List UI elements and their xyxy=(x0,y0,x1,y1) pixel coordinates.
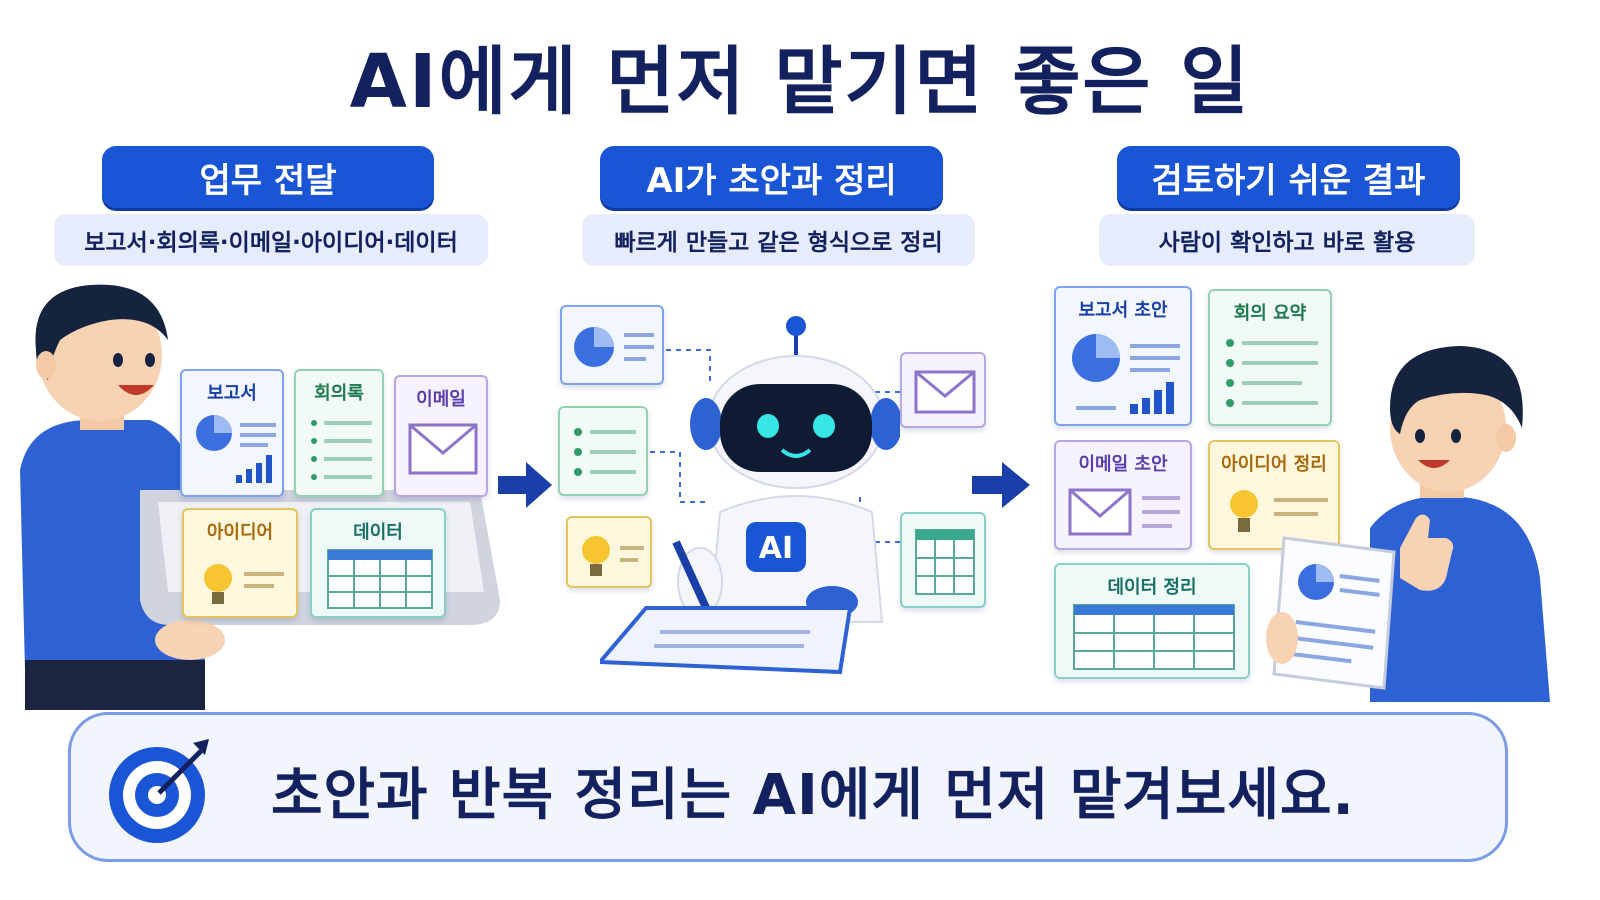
bottom-message: 초안과 반복 정리는 AI에게 먼저 맡겨보세요. xyxy=(271,762,1355,828)
page-title: AI에게 먼저 맡기면 좋은 일 xyxy=(349,39,1251,125)
input-card-report: 보고서 xyxy=(180,369,284,497)
output-card-meeting-summary-title: 회의 요약 xyxy=(1233,303,1307,324)
robot-card-list xyxy=(558,406,648,496)
step-1-desc: 보고서·회의록·이메일·아이디어·데이터 xyxy=(54,214,488,266)
output-card-report-draft-title: 보고서 초안 xyxy=(1078,300,1168,321)
lightbulb-icon xyxy=(1230,490,1328,532)
robot-card-table xyxy=(900,512,986,608)
robot-card-idea xyxy=(566,516,652,588)
lightbulb-icon xyxy=(204,564,284,604)
robot-icon: AI xyxy=(600,316,900,675)
output-card-meeting-summary: 회의 요약 xyxy=(1208,289,1332,426)
input-card-minutes: 회의록 xyxy=(294,369,384,497)
step-3-desc: 사람이 확인하고 바로 활용 xyxy=(1099,214,1475,266)
input-card-data: 데이터 xyxy=(310,508,446,618)
envelope-icon xyxy=(1068,488,1180,536)
output-card-email-draft: 이메일 초안 xyxy=(1054,440,1192,550)
list-icon xyxy=(574,428,636,476)
target-icon xyxy=(109,739,209,843)
output-card-data-summary-title: 데이터 정리 xyxy=(1107,577,1197,598)
pie-chart-icon xyxy=(574,327,654,367)
robot-card-email xyxy=(900,352,986,428)
arrow-right-icon xyxy=(498,462,552,508)
pen-icon xyxy=(672,540,712,614)
pie-chart-icon xyxy=(196,415,276,483)
input-card-email-title: 이메일 xyxy=(416,389,466,410)
arrow-right-icon xyxy=(972,462,1030,508)
robot-badge: AI xyxy=(759,531,793,566)
step-1-label: 업무 전달 xyxy=(102,146,434,208)
step-2-desc: 빠르게 만들고 같은 형식으로 정리 xyxy=(582,214,975,266)
input-card-idea: 아이디어 xyxy=(182,508,298,618)
bottom-banner: 초안과 반복 정리는 AI에게 먼저 맡겨보세요. xyxy=(68,712,1508,862)
robot-card-chart xyxy=(560,305,664,385)
table-icon xyxy=(1073,604,1235,670)
input-card-report-title: 보고서 xyxy=(207,383,257,404)
input-card-email: 이메일 xyxy=(394,375,488,497)
step-3-label: 검토하기 쉬운 결과 xyxy=(1117,146,1460,208)
step-2-label: AI가 초안과 정리 xyxy=(600,146,943,208)
input-card-minutes-title: 회의록 xyxy=(314,383,364,404)
output-card-email-draft-title: 이메일 초안 xyxy=(1078,454,1168,475)
lightbulb-icon xyxy=(582,536,644,576)
output-card-report-draft: 보고서 초안 xyxy=(1054,286,1192,426)
input-card-data-title: 데이터 xyxy=(353,522,403,543)
list-icon xyxy=(311,420,372,480)
table-icon xyxy=(915,529,975,595)
input-card-idea-title: 아이디어 xyxy=(206,522,274,543)
output-card-idea-summary: 아이디어 정리 xyxy=(1208,440,1340,550)
envelope-icon xyxy=(408,423,478,475)
table-icon xyxy=(327,549,433,609)
output-card-data-summary: 데이터 정리 xyxy=(1054,563,1250,679)
output-card-idea-summary-title: 아이디어 정리 xyxy=(1221,454,1327,475)
person-right-illustration xyxy=(1266,346,1550,702)
pie-chart-icon xyxy=(1072,334,1180,414)
list-icon xyxy=(1226,339,1318,407)
envelope-icon xyxy=(914,370,976,414)
